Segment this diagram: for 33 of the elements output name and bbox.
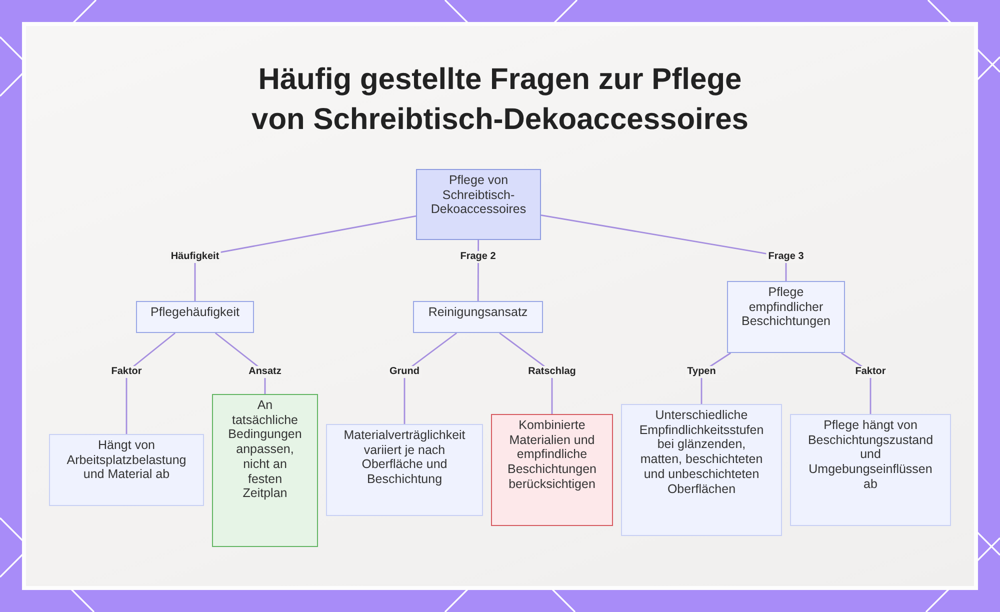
connector-line: [540, 214, 787, 281]
edge-label: Typen: [685, 366, 718, 378]
edge-label: Häufigkeit: [168, 251, 222, 263]
detail-box: [49, 434, 204, 506]
node-text: An tatsächliche Bedingungen anpassen, nicht an festen Zeitplan: [227, 398, 303, 501]
detail-box: [212, 394, 318, 547]
topic-box: [416, 169, 541, 240]
node-text: Unterschiedliche Empfindlichkeitsstufen bei glänzenden, matten, beschichteten und unbeschichteten Oberflächen: [638, 408, 765, 496]
node-text: Reinigungsansatz: [427, 305, 529, 320]
subtopic-box: [727, 281, 845, 353]
subtopic-box: [136, 301, 254, 333]
node-text: Pflege empfindlicher Beschichtungen: [740, 285, 832, 330]
edge-label: Ansatz: [246, 366, 284, 378]
edge-label: Faktor: [109, 366, 144, 378]
detail-box: [326, 424, 483, 516]
node-text: Materialverträglichkeit variiert je nach Oberfläche und Beschichtung: [342, 428, 466, 487]
connector-line: [404, 332, 458, 424]
node-text: Kombinierte Materialien und empfindliche Beschichtungen berücksichtigen: [506, 418, 598, 492]
detail-box: [491, 414, 613, 526]
edge-label: Frage 2: [458, 251, 498, 263]
connector-line: [126, 332, 176, 434]
edge-label: Grund: [388, 366, 422, 378]
edge-label: Ratschlag: [526, 366, 578, 378]
subtopic-box: [413, 301, 543, 333]
detail-box: [790, 414, 951, 526]
detail-box: [621, 404, 782, 536]
edge-label: Faktor: [853, 366, 888, 378]
node-text: Hängt von Arbeitsplatzbelastung und Material ab: [66, 438, 188, 482]
node-text: Pflege hängt von Beschichtungszustand und Umgebungseinflüssen ab: [806, 418, 934, 492]
node-text: Pflegehäufigkeit: [150, 305, 240, 320]
edge-label: Frage 3: [766, 251, 806, 263]
title: Häufig gestellte Fragen zur Pflege von Schreibtisch-Dekoaccessoires: [250, 62, 750, 138]
node-text: Pflege von Schreibtisch-Dekoaccessoires: [430, 173, 528, 218]
